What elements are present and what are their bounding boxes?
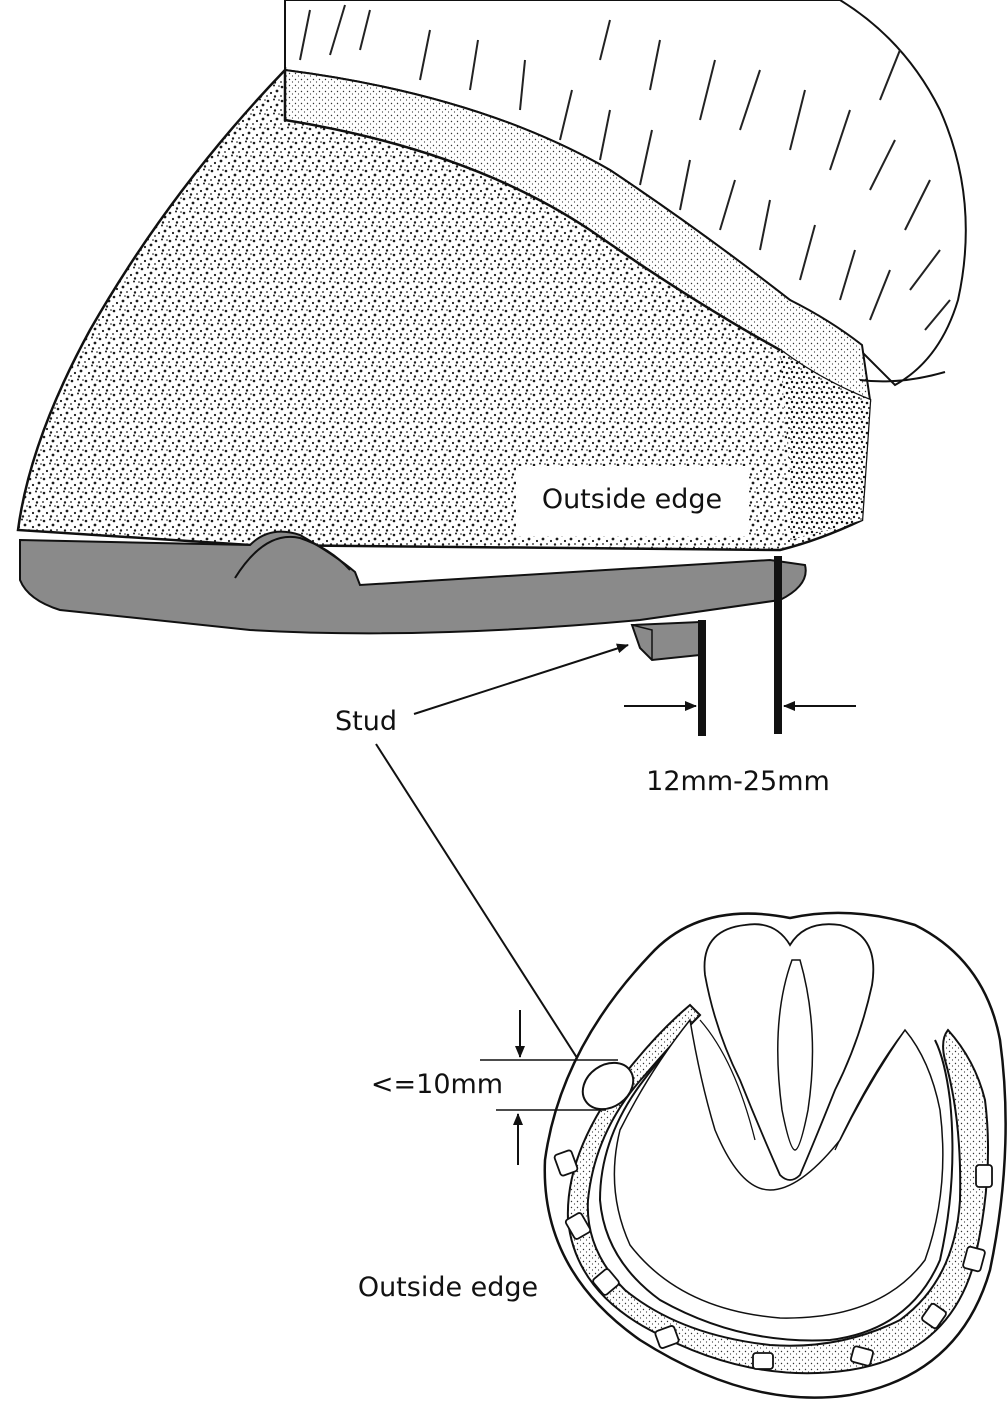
stud-distance-label: 12mm-25mm: [646, 766, 830, 797]
stud-label: Stud: [335, 706, 397, 737]
hoof-side-illustration: [18, 0, 966, 660]
hoof-sole-illustration: [545, 913, 1006, 1398]
clearance-label: <=10mm: [371, 1069, 503, 1100]
arrow-icon: [376, 744, 604, 1100]
outside-edge-label-bottom: Outside edge: [358, 1272, 538, 1303]
outside-edge-label-top: Outside edge: [542, 484, 722, 515]
arrow-icon: [414, 645, 628, 714]
